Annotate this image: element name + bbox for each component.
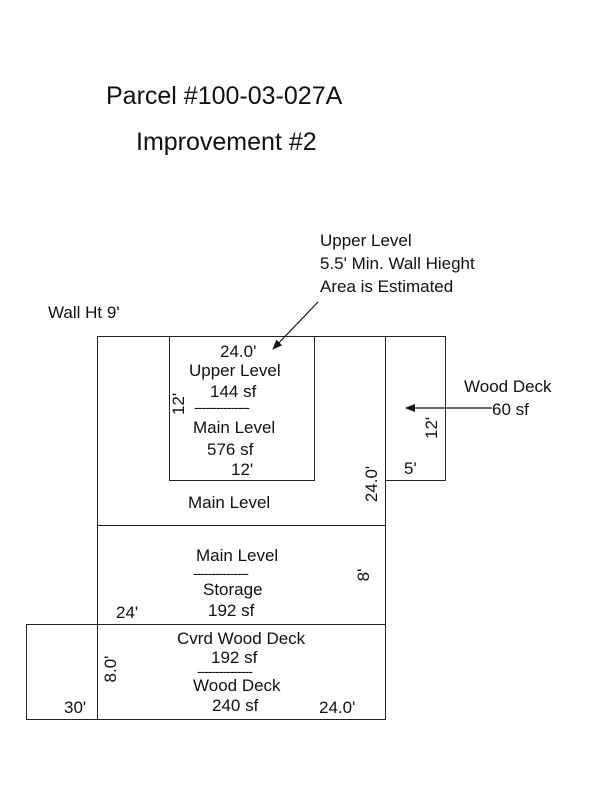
covered-deck-dim-right: 24.0': [319, 698, 356, 717]
upper-lower-area: 576 sf: [207, 440, 254, 459]
storage-divider: ---------------: [193, 565, 249, 581]
improvement-title: Improvement #2: [136, 128, 317, 156]
wood-deck-note-area: 60 sf: [492, 400, 529, 419]
upper-note-line-2: 5.5' Min. Wall Hieght: [320, 254, 475, 273]
storage-dim-left: 24': [116, 603, 139, 622]
upper-dim-top: 24.0': [220, 342, 257, 361]
upper-level-label: Upper Level: [189, 361, 281, 380]
covered-deck-label: Cvrd Wood Deck: [177, 629, 306, 648]
upper-level-box: [169, 336, 315, 481]
upper-divider: ---------------: [194, 399, 250, 415]
wood-deck-area: 240 sf: [212, 696, 259, 715]
upper-dim-bottom: 12': [231, 460, 254, 479]
covered-deck-area: 192 sf: [211, 648, 258, 667]
wood-deck-label: Wood Deck: [193, 676, 281, 695]
covered-deck-divider: ---------------: [197, 663, 253, 679]
parcel-title: Parcel #100-03-027A: [106, 82, 343, 110]
upper-level-area: 144 sf: [210, 382, 257, 401]
upper-note-line-3: Area is Estimated: [320, 277, 454, 296]
storage-label: Storage: [203, 580, 263, 599]
upper-lower-label: Main Level: [193, 418, 276, 437]
storage-area: 192 sf: [208, 601, 255, 620]
deck-dim-right: 12': [422, 416, 441, 439]
storage-main-label: Main Level: [196, 546, 279, 565]
upper-dim-left: 12': [169, 392, 188, 415]
deck-dim-bottom: 5': [404, 459, 417, 478]
upper-note-arrow: [272, 301, 319, 350]
upper-note-line-1: Upper Level: [320, 231, 412, 250]
wall-height-label: Wall Ht 9': [48, 303, 120, 322]
upper-level-note: Upper Level 5.5' Min. Wall Hieght Area i…: [320, 229, 475, 298]
left-deck-box: [26, 624, 98, 720]
main-level-label: Main Level: [188, 493, 271, 512]
storage-dim-right: 8': [354, 568, 373, 582]
left-deck-dim: 30': [64, 698, 87, 717]
covered-deck-dim-left: 8.0': [101, 655, 120, 683]
main-right-dim: 24.0': [362, 465, 381, 503]
wood-deck-note-label: Wood Deck: [464, 377, 552, 396]
